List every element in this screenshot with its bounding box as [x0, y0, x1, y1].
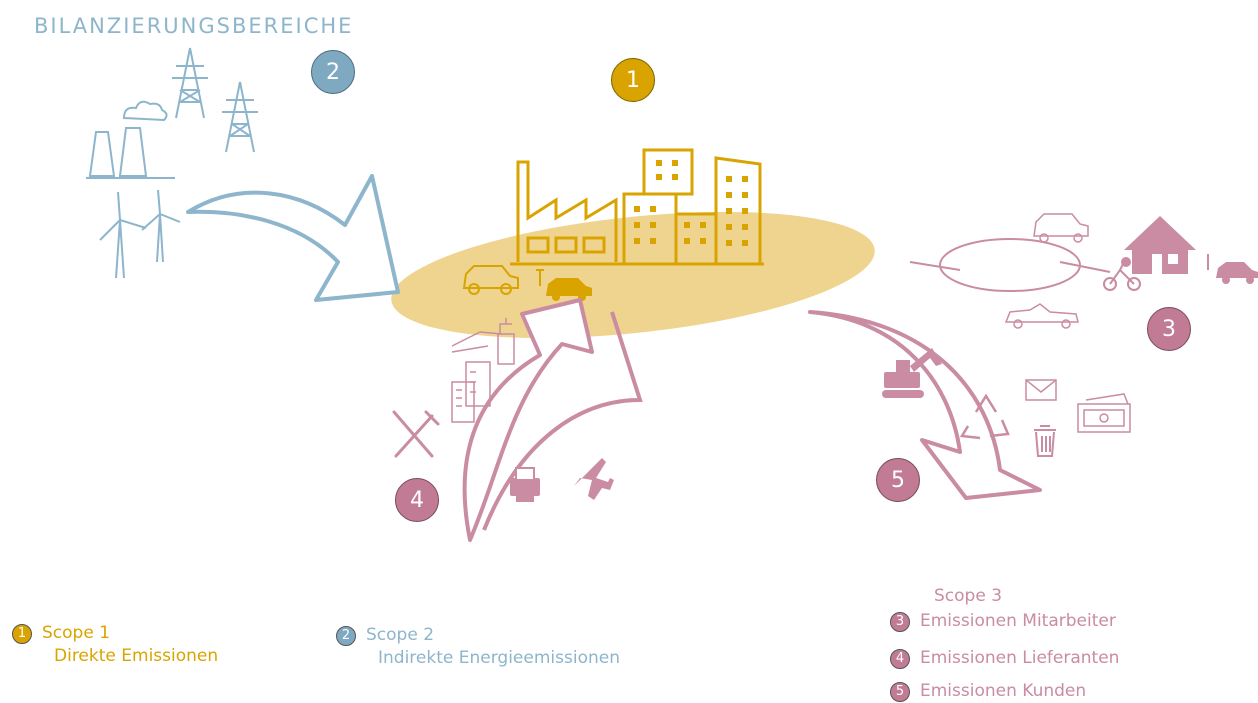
electric-car-icon	[1207, 254, 1258, 284]
house-icon	[1124, 216, 1196, 274]
hand-soap-icon	[451, 318, 515, 365]
scope1-badge: 1	[611, 58, 655, 102]
legend-badge: 1	[12, 623, 32, 644]
scope3-customers-badge: 5	[876, 458, 920, 502]
power-plant-icon	[86, 100, 175, 179]
legend-item-label: Emissionen Kunden	[920, 681, 1087, 701]
office-building-icon	[451, 361, 491, 423]
legend-scope2: 2 Scope 2 Indirekte Energieemissionen	[336, 624, 620, 670]
legend-badge: 5	[890, 681, 910, 702]
excavator-icon	[882, 348, 942, 398]
scope3-employees-badge: 3	[1147, 307, 1191, 351]
car-icon	[1033, 213, 1089, 243]
scope4-arrow	[462, 298, 594, 542]
page-title: BILANZIERUNGSBEREICHE	[34, 14, 354, 38]
scope3-suppliers-badge: 4	[395, 478, 439, 522]
legend-title: Scope 1	[42, 623, 111, 643]
car-icon	[462, 265, 519, 295]
legend-item-label: Emissionen Lieferanten	[920, 648, 1120, 668]
scope2-badge: 2	[311, 50, 355, 94]
company-boundary-ellipse	[391, 211, 875, 339]
scope4-arrow-secondary	[482, 311, 643, 531]
money-icon	[1077, 393, 1131, 433]
trash-icon	[1034, 425, 1056, 457]
airplane-icon	[570, 458, 614, 500]
mail-icon	[1025, 379, 1057, 401]
legend-desc: Direkte Emissionen	[54, 646, 219, 666]
legend-scope1: 1 Scope 1 Direkte Emissionen	[12, 622, 218, 668]
scope5-arrow	[808, 310, 1042, 500]
legend-title: Scope 3	[934, 586, 1003, 606]
scope2-arrow	[186, 174, 400, 302]
legend-item-label: Emissionen Mitarbeiter	[920, 611, 1116, 631]
bicycle-icon	[1103, 257, 1141, 291]
recycle-icon	[959, 393, 1010, 440]
commute-loop	[909, 238, 1111, 292]
legend-badge: 4	[890, 648, 910, 669]
legend-badge: 3	[890, 611, 910, 632]
electric-car-icon	[536, 269, 592, 301]
legend-badge: 2	[336, 625, 356, 646]
legend-title: Scope 2	[366, 625, 435, 645]
wind-turbine-icon	[99, 189, 181, 279]
printer-icon	[510, 467, 540, 502]
cutlery-icon	[392, 410, 440, 458]
factory-icon	[510, 148, 764, 266]
power-pylon-icon	[172, 47, 258, 153]
legend-desc: Indirekte Energieemissionen	[378, 648, 620, 668]
factory-windows	[634, 160, 748, 246]
convertible-car-icon	[1004, 303, 1079, 329]
